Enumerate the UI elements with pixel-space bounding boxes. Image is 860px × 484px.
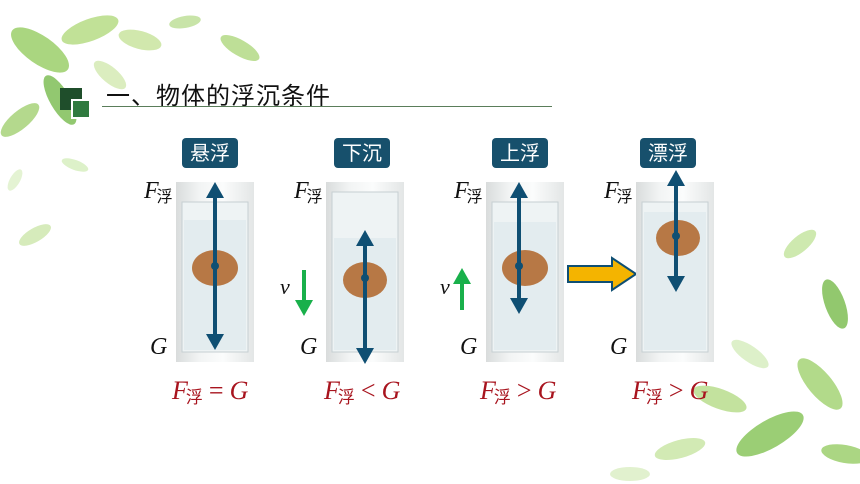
glass-illustration [491,201,559,353]
gravity-label: G [150,334,168,360]
force-arrows [206,182,224,350]
velocity-label: v [280,274,290,299]
state-badge: 下沉 [334,138,390,168]
condition-formula: F浮<G [324,376,401,408]
force-arrows [453,182,528,314]
buoyancy-label: F浮 [604,178,633,206]
condition-formula: F浮=G [172,376,249,408]
state-badge: 悬浮 [182,138,238,168]
state-badge: 漂浮 [640,138,696,168]
condition-formula: F浮>G [480,376,557,408]
buoyancy-label: F浮 [454,178,483,206]
buoyancy-label: F浮 [294,178,323,206]
buoyancy-label: F浮 [144,178,173,206]
square-bullet-icon [60,88,91,119]
condition-formula: F浮>G [632,376,709,408]
title-underline [102,106,552,107]
velocity-label: v [440,274,450,299]
glass-photo [486,182,564,362]
slide-title: 一、物体的浮沉条件 [106,82,331,110]
state-badge: 上浮 [492,138,548,168]
transition-arrow-icon [567,256,638,292]
gravity-label: G [610,334,628,360]
force-arrows [667,170,685,292]
gravity-label: G [460,334,478,360]
force-arrows [295,230,374,364]
leaf-decoration-bottom-right [610,229,860,481]
leaf-decoration-top-left [0,15,260,246]
gravity-label: G [300,334,318,360]
